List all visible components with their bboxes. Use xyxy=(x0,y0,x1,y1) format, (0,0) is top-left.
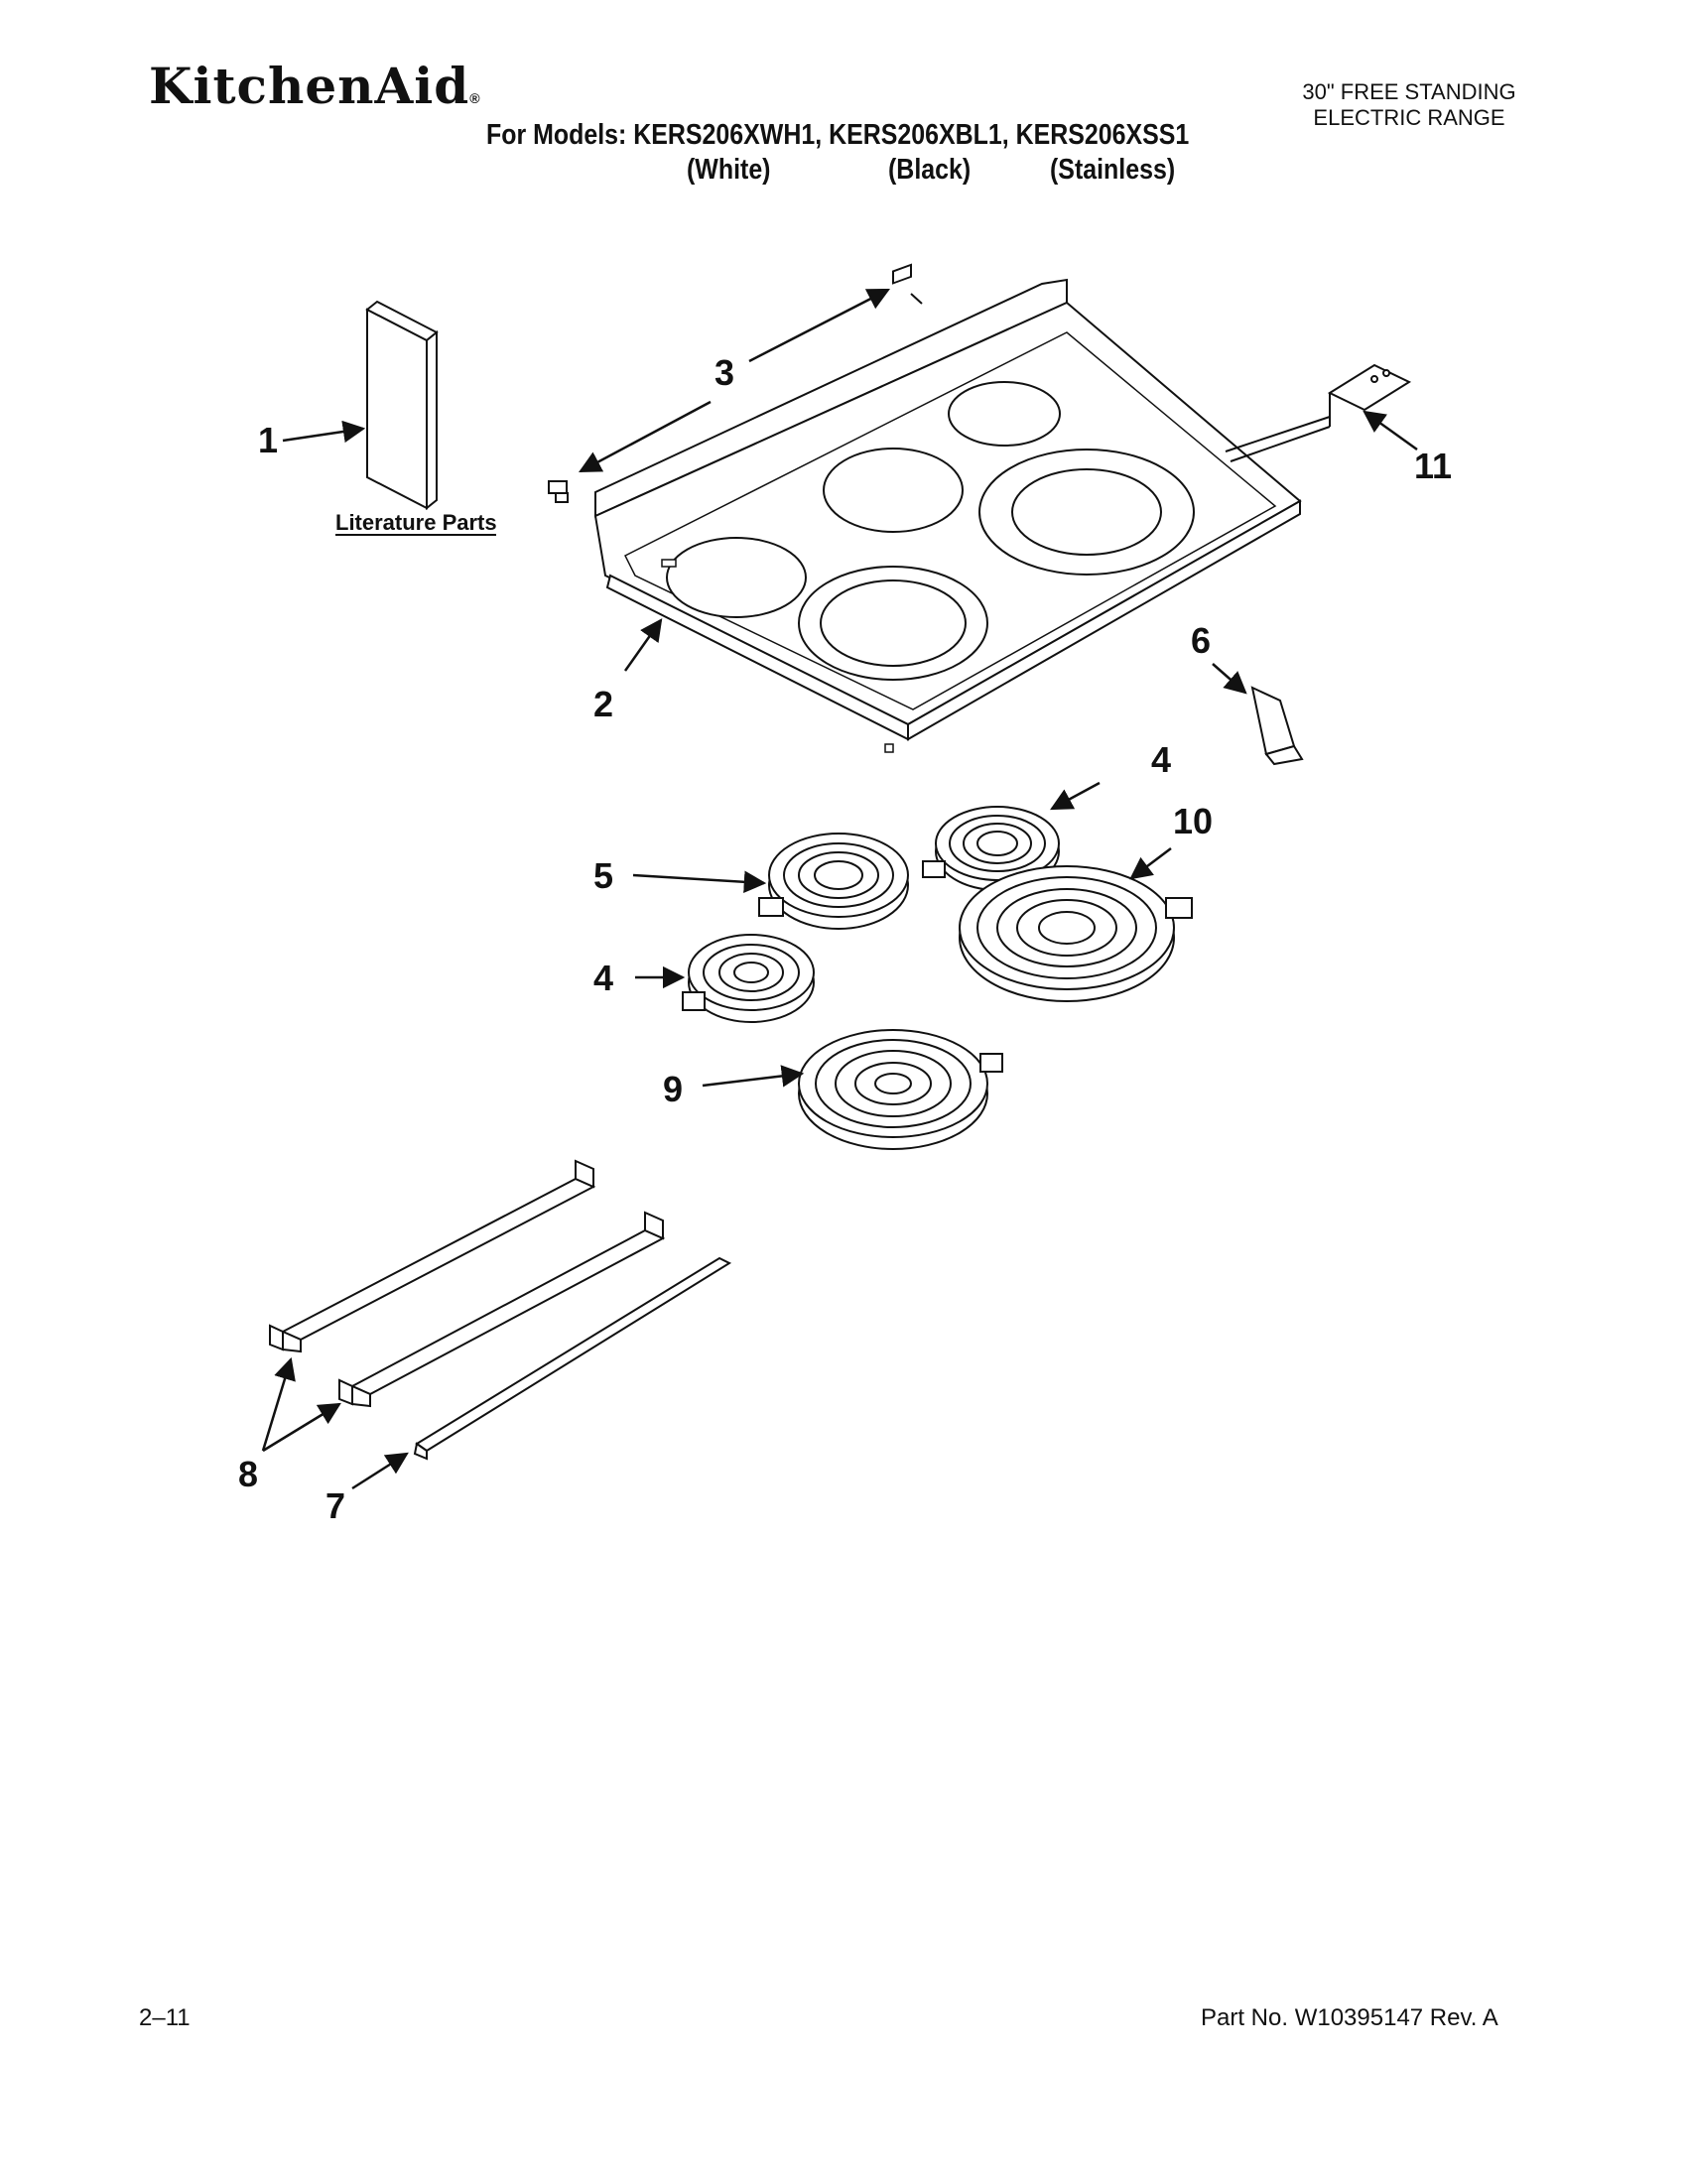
leader-11 xyxy=(1363,410,1418,451)
callout-7: 7 xyxy=(325,1485,345,1526)
leader-4-upper xyxy=(1050,781,1101,811)
radiant-element-small-front xyxy=(682,934,815,1023)
literature-parts-label: Literature Parts xyxy=(335,510,497,535)
callout-4-upper: 4 xyxy=(1151,739,1171,780)
literature-booklet xyxy=(365,300,439,511)
element-support-bracket-rear xyxy=(269,1159,596,1353)
leader-3-upper xyxy=(748,288,891,363)
callout-5: 5 xyxy=(593,855,613,896)
leader-7 xyxy=(351,1452,409,1490)
leader-10 xyxy=(1129,847,1172,880)
brand-name: KitchenAid xyxy=(149,57,470,115)
cooktop-main-top xyxy=(593,278,1302,753)
leader-2 xyxy=(623,618,663,672)
leader-5 xyxy=(632,870,767,894)
wire-harness-bracket xyxy=(1225,363,1412,462)
page-number: 2–11 xyxy=(139,2004,191,2031)
leader-8-rear xyxy=(261,1356,296,1452)
leader-8-front xyxy=(262,1402,341,1453)
leader-1 xyxy=(282,420,366,444)
variant-white: (White) xyxy=(687,154,771,186)
models-line: For Models: KERS206XWH1, KERS206XBL1, KE… xyxy=(486,119,1190,151)
rear-bracket-left xyxy=(548,480,569,503)
product-line-1: 30" FREE STANDING xyxy=(1302,79,1516,104)
brand-logo: KitchenAid® xyxy=(149,62,481,111)
brand-registered-mark: ® xyxy=(469,90,481,106)
product-line-2: ELECTRIC RANGE xyxy=(1313,105,1505,130)
element-support-bracket-front xyxy=(338,1211,666,1408)
callout-2: 2 xyxy=(593,684,613,724)
leader-9 xyxy=(702,1065,805,1088)
radiant-element-large-dual xyxy=(959,865,1193,1002)
rear-bracket-right xyxy=(892,263,923,305)
leader-3-lower xyxy=(579,400,712,473)
callout-11: 11 xyxy=(1414,446,1452,486)
front-trim-strip xyxy=(413,1256,732,1461)
callout-8: 8 xyxy=(238,1454,258,1494)
callout-10: 10 xyxy=(1173,801,1213,841)
part-number: Part No. W10395147 Rev. A xyxy=(1201,2004,1498,2031)
variant-stainless: (Stainless) xyxy=(1050,154,1176,186)
cooktop-clip xyxy=(1250,686,1304,766)
callout-1: 1 xyxy=(258,420,278,460)
callout-3: 3 xyxy=(714,352,734,393)
callout-9: 9 xyxy=(663,1069,683,1109)
leader-lines xyxy=(261,288,1418,1490)
callout-6: 6 xyxy=(1191,620,1211,661)
variant-black: (Black) xyxy=(888,154,972,186)
product-title: 30" FREE STANDING ELECTRIC RANGE xyxy=(1231,79,1588,131)
leader-6 xyxy=(1212,663,1247,695)
callout-4-lower: 4 xyxy=(593,958,613,998)
radiant-element-right-front xyxy=(798,1029,1003,1150)
radiant-element-left-rear xyxy=(758,833,909,930)
